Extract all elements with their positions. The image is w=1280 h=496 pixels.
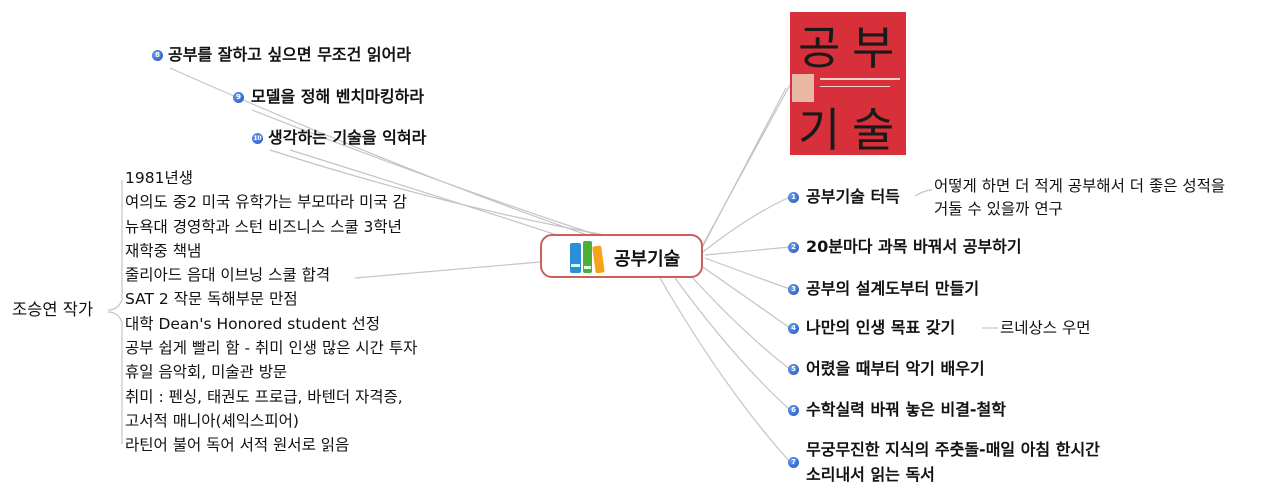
number-badge-6: 6 (788, 405, 799, 416)
author-fact[interactable]: SAT 2 작문 독해부문 만점 (125, 290, 298, 309)
number-badge-9: 9 (233, 92, 244, 103)
branch-5[interactable]: 어렸을 때부터 악기 배우기 (806, 359, 985, 378)
author-fact[interactable]: 재학중 책냄 (125, 241, 202, 260)
branch-1-note-line-2[interactable]: 거둘 수 있을까 연구 (934, 200, 1063, 218)
author-fact[interactable]: 1981년생 (125, 169, 193, 187)
number-badge-3: 3 (788, 284, 799, 295)
branch-1-note-line-1[interactable]: 어떻게 하면 더 적게 공부해서 더 좋은 성적을 (934, 177, 1226, 195)
cover-letter: 기 (798, 103, 841, 155)
books-icon (570, 241, 605, 274)
branch-7-line-1[interactable]: 무궁무진한 지식의 주춧돌-매일 아침 한시간 (806, 440, 1100, 459)
author-fact[interactable]: 공부 쉽게 빨리 함 - 취미 인생 많은 시간 투자 (125, 339, 418, 358)
branch-6[interactable]: 수학실력 바꿔 놓은 비결-철학 (806, 400, 1006, 419)
author-fact[interactable]: 여의도 중2 미국 유학가는 부모따라 미국 감 (125, 193, 407, 212)
central-topic-label: 공부기술 (614, 249, 681, 270)
author-fact[interactable]: 대학 Dean's Honored student 선정 (125, 314, 380, 333)
central-topic[interactable]: 공부기술 (540, 234, 703, 278)
branch-3[interactable]: 공부의 설계도부터 만들기 (806, 279, 980, 298)
book-cover-image: 공 부 기 술 (790, 12, 906, 155)
number-badge-2: 2 (788, 242, 799, 253)
number-badge-5: 5 (788, 364, 799, 375)
branch-7-line-2[interactable]: 소리내서 읽는 독서 (806, 465, 935, 484)
author-fact[interactable]: 취미 : 펜싱, 태권도 프로급, 바텐더 자격증, (125, 387, 403, 406)
branch-4-note[interactable]: 르네상스 우먼 (1000, 319, 1091, 337)
number-badge-10: 10 (252, 133, 263, 144)
author-fact[interactable]: 줄리아드 음대 이브닝 스쿨 합격 (125, 266, 331, 285)
author-facts-list: 1981년생 여의도 중2 미국 유학가는 부모따라 미국 감 뉴욕대 경영학과… (125, 166, 417, 458)
branch-2[interactable]: 20분마다 과목 바꿔서 공부하기 (806, 237, 1022, 256)
cover-letter: 공 (798, 21, 841, 75)
branch-4[interactable]: 나만의 인생 목표 갖기 (806, 318, 956, 337)
number-badge-1: 1 (788, 192, 799, 203)
cover-letter: 술 (852, 103, 895, 155)
branch-9[interactable]: 모델을 정해 벤치마킹하라 (251, 87, 425, 106)
number-badge-8: 8 (152, 50, 163, 61)
number-badge-4: 4 (788, 323, 799, 334)
author-fact[interactable]: 고서적 매니아(셰익스피어) (125, 411, 299, 430)
author-fact[interactable]: 라틴어 불어 독어 서적 원서로 읽음 (125, 436, 350, 455)
branch-8[interactable]: 공부를 잘하고 싶으면 무조건 읽어라 (168, 45, 412, 64)
author-fact[interactable]: 뉴욕대 경영학과 스턴 비즈니스 스쿨 3학년 (125, 217, 402, 236)
author-branch[interactable]: 조승연 작가 (12, 300, 94, 319)
branch-10[interactable]: 생각하는 기술을 익혀라 (268, 128, 427, 147)
branch-1[interactable]: 공부기술 터득 (806, 187, 900, 206)
author-fact[interactable]: 휴일 음악회, 미술관 방문 (125, 363, 288, 382)
number-badge-7: 7 (788, 457, 799, 468)
author-photo (792, 74, 814, 102)
cover-letter: 부 (852, 21, 895, 75)
